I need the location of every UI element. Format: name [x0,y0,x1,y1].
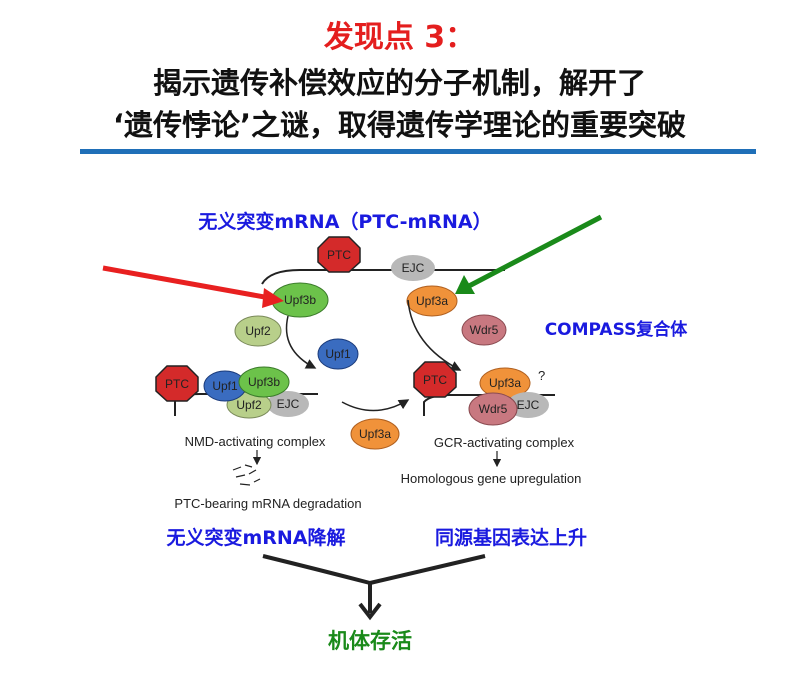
svg-text:Wdr5: Wdr5 [479,402,508,416]
svg-text:Upf3b: Upf3b [284,293,316,307]
nmd-complex-label: NMD-activating complex [185,434,326,449]
svg-text:PTC: PTC [165,377,189,391]
svg-text:Upf1: Upf1 [212,379,238,393]
ptc-octagon-top: PTC [317,236,361,273]
svg-text:EJC: EJC [277,397,300,411]
wdr5-gcr: Wdr5 [468,392,518,426]
slide-heading: 发现点 3： [323,20,476,55]
gcr-complex-label: GCR-activating complex [434,435,575,450]
upf3a-free: Upf3a [350,418,400,450]
ejc-blob-gcr: EJC [507,392,549,418]
green-arrow-shaft [467,214,603,289]
survival-label: 机体存活 [328,629,412,653]
svg-text:Upf1: Upf1 [325,347,351,361]
gcr-flow-arrow [407,299,462,371]
upf3a-top: Upf3a [406,285,458,317]
mrna-fragments [232,464,261,486]
upf2-nmd: Upf2 [226,391,272,419]
svg-text:Upf3b: Upf3b [248,375,280,389]
upf2-blob: Upf2 [234,315,282,347]
gene-upregulation-label: 同源基因表达上升 [435,526,587,549]
svg-text:EJC: EJC [402,261,425,275]
compass-label: COMPASS复合体 [545,319,689,340]
svg-text:Wdr5: Wdr5 [470,323,499,337]
exchange-arrow [341,399,410,412]
red-arrow-shaft [102,265,271,301]
title-line-1: 揭示遗传补偿效应的分子机制，解开了 [152,66,646,100]
title-line-2: ‘遗传悖论’之谜，取得遗传学理论的重要突破 [112,108,687,142]
svg-text:Upf3a: Upf3a [489,376,521,390]
svg-text:Upf3a: Upf3a [359,427,391,441]
upf3b-top: Upf3b [271,282,329,318]
ptc-degradation-label: PTC-bearing mRNA degradation [174,496,361,511]
svg-text:PTC: PTC [423,373,447,387]
svg-text:EJC: EJC [517,398,540,412]
title-divider [80,149,756,154]
mrna-strand-top [261,269,505,285]
upf1-nmd: Upf1 [203,370,247,402]
green-arrow-head [455,275,475,294]
merge-line-left [262,554,371,585]
nmd-flow-arrow [285,315,317,369]
ejc-blob-nmd: EJC [267,391,309,417]
merge-line-right [369,554,486,585]
ptc-octagon-gcr: PTC [413,361,457,398]
merge-arrow-head [358,602,382,621]
svg-text:Upf2: Upf2 [236,398,262,412]
wdr5-top: Wdr5 [461,314,507,346]
upf3b-nmd: Upf3b [238,366,290,398]
ejc-blob-top: EJC [391,255,435,281]
ptc-mrna-label: 无义突变mRNA（PTC-mRNA） [198,210,491,233]
mrna-degradation-label: 无义突变mRNA降解 [166,526,345,549]
ptc-octagon-nmd: PTC [155,365,199,402]
question-mark: ? [538,368,545,383]
homologous-label: Homologous gene upregulation [401,471,582,486]
svg-text:Upf2: Upf2 [245,324,271,338]
upf1-blob: Upf1 [317,338,359,370]
red-arrow-head [262,288,284,308]
svg-text:Upf3a: Upf3a [416,294,448,308]
svg-text:PTC: PTC [327,248,351,262]
